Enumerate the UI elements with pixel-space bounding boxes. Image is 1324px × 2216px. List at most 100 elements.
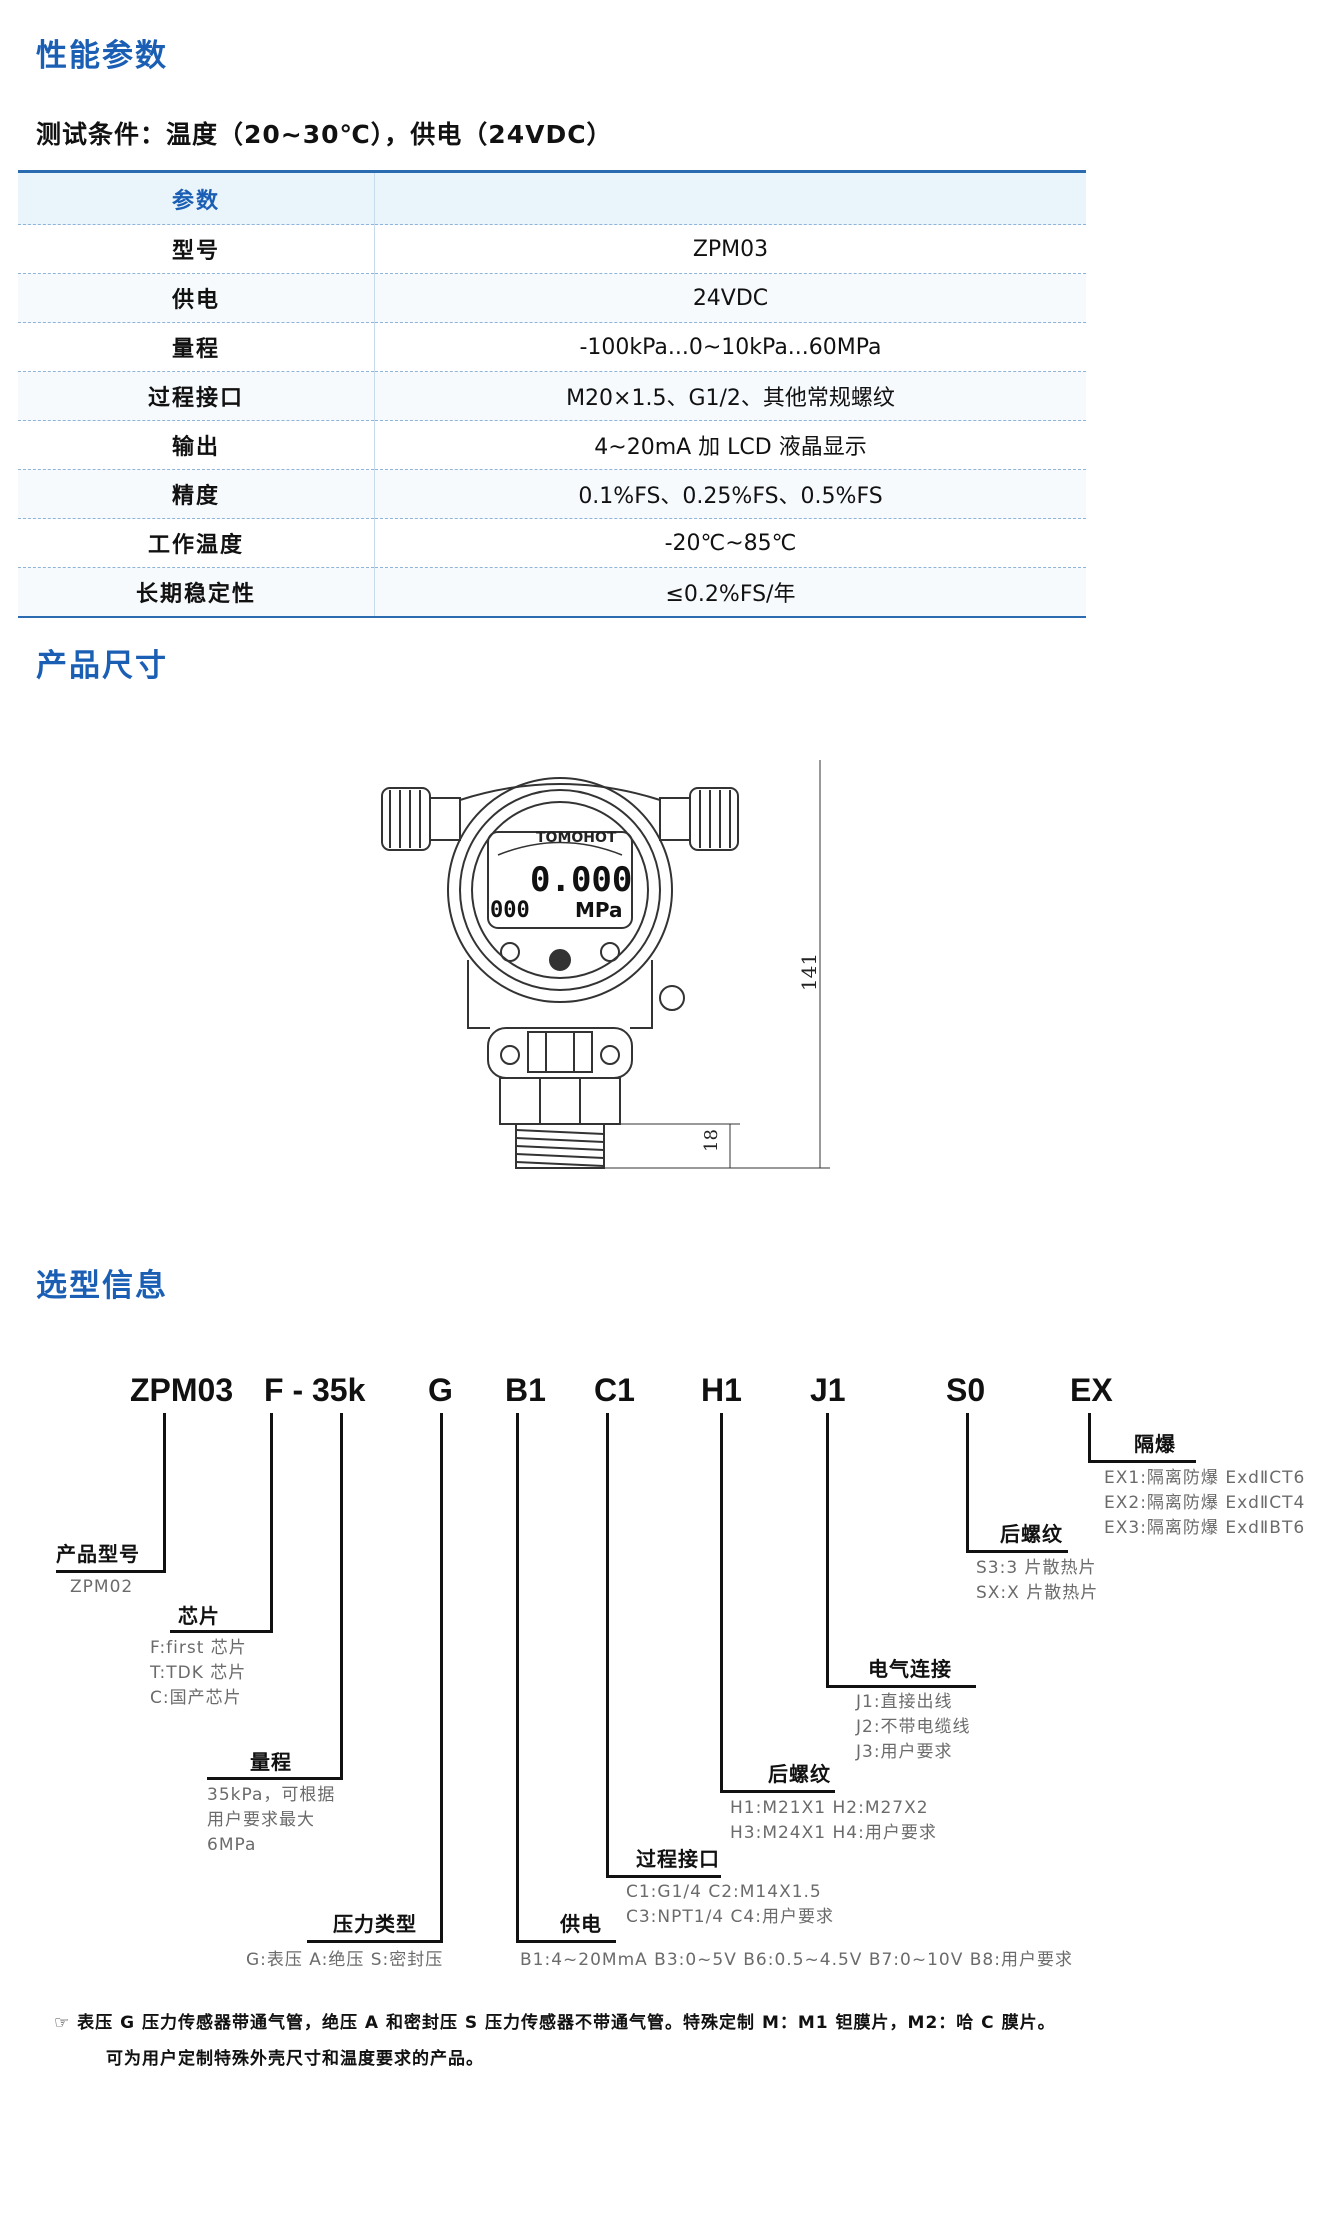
option-rear-thread-h-1: H3:M24X1 H4:用户要求: [730, 1823, 937, 1843]
connector-line: [826, 1413, 829, 1688]
label-range: 量程: [250, 1750, 292, 1774]
spec-value: -100kPa...0~10kPa...60MPa: [374, 322, 1086, 372]
spec-value: ≤0.2%FS/年: [374, 567, 1086, 617]
code-explosion: EX: [1070, 1372, 1113, 1408]
table-header-row: 参数: [18, 171, 1086, 225]
label-rear-thread-s: 后螺纹: [1000, 1522, 1063, 1546]
connector-line: [163, 1413, 166, 1573]
table-row: 输出 4~20mA 加 LCD 液晶显示: [18, 420, 1086, 470]
section-title-selection: 选型信息: [36, 1268, 168, 1304]
connector-line: [1088, 1413, 1091, 1463]
label-explosion: 隔爆: [1134, 1432, 1176, 1456]
option-explosion-2: EX3:隔离防爆 ExdⅡBT6: [1104, 1518, 1306, 1538]
label-model: 产品型号: [56, 1542, 140, 1566]
connector-line: [170, 1630, 273, 1633]
code-rear-thread-s: S0: [946, 1372, 986, 1408]
option-range-2: 6MPa: [207, 1835, 257, 1855]
code-pressure-type: G: [428, 1372, 453, 1408]
code-chip-range: F - 35k: [264, 1372, 366, 1408]
table-row: 供电 24VDC: [18, 273, 1086, 323]
connector-line: [606, 1413, 609, 1878]
option-model-0: ZPM02: [70, 1577, 134, 1597]
spec-key: 量程: [18, 322, 375, 372]
table-row: 过程接口 M20×1.5、G1/2、其他常规螺纹: [18, 371, 1086, 421]
table-row: 型号 ZPM03: [18, 224, 1086, 274]
section-title-performance: 性能参数: [36, 38, 168, 74]
spec-key: 工作温度: [18, 518, 375, 568]
option-pressure-type-0: G:表压 A:绝压 S:密封压: [246, 1950, 444, 1970]
connector-line: [966, 1550, 1068, 1553]
option-interface-1: C3:NPT1/4 C4:用户要求: [626, 1907, 834, 1927]
code-rear-thread-h: H1: [701, 1372, 742, 1408]
section-title-dimensions: 产品尺寸: [36, 648, 168, 684]
option-electrical-1: J2:不带电缆线: [856, 1717, 971, 1737]
note-line-1: ☞ 表压 G 压力传感器带通气管，绝压 A 和密封压 S 压力传感器不带通气管。…: [54, 2013, 1056, 2033]
table-row: 长期稳定性 ≤0.2%FS/年: [18, 567, 1086, 617]
connector-line: [56, 1570, 166, 1573]
spec-key: 精度: [18, 469, 375, 519]
table-header-value: [374, 171, 1086, 225]
connector-line: [1088, 1460, 1196, 1463]
option-rear-thread-s-1: SX:X 片散热片: [976, 1583, 1099, 1603]
spec-value: ZPM03: [374, 224, 1086, 274]
spec-key: 型号: [18, 224, 375, 274]
spec-value: 0.1%FS、0.25%FS、0.5%FS: [374, 469, 1086, 519]
connector-line: [207, 1777, 343, 1780]
connector-line: [720, 1790, 835, 1793]
option-explosion-0: EX1:隔离防爆 ExdⅡCT6: [1104, 1468, 1306, 1488]
connector-line: [270, 1413, 273, 1633]
label-interface: 过程接口: [636, 1847, 720, 1871]
table-row: 精度 0.1%FS、0.25%FS、0.5%FS: [18, 469, 1086, 519]
table-row: 量程 -100kPa...0~10kPa...60MPa: [18, 322, 1086, 372]
option-chip-2: C:国产芯片: [150, 1688, 242, 1708]
spec-key: 输出: [18, 420, 375, 470]
option-rear-thread-h-0: H1:M21X1 H2:M27X2: [730, 1798, 929, 1818]
code-interface: C1: [594, 1372, 635, 1408]
option-interface-0: C1:G1/4 C2:M14X1.5: [626, 1882, 822, 1902]
connector-line: [966, 1413, 969, 1553]
label-rear-thread-h: 后螺纹: [768, 1762, 831, 1786]
option-rear-thread-s-0: S3:3 片散热片: [976, 1558, 1097, 1578]
label-pressure-type: 压力类型: [333, 1912, 417, 1936]
connector-line: [720, 1413, 723, 1793]
option-explosion-1: EX2:隔离防爆 ExdⅡCT4: [1104, 1493, 1306, 1513]
label-power: 供电: [560, 1912, 602, 1936]
connector-line: [340, 1413, 343, 1780]
connector-line: [516, 1413, 519, 1943]
test-condition: 测试条件：温度（20~30℃），供电（24VDC）: [36, 120, 613, 149]
lcd-brand: TOMOHOT: [536, 830, 617, 846]
lcd-main-reading: 0.000: [530, 860, 633, 900]
transmitter-drawing: [381, 760, 830, 1169]
label-chip: 芯片: [178, 1604, 220, 1628]
option-range-0: 35kPa，可根据: [207, 1785, 336, 1805]
spec-table: 参数 型号 ZPM03 供电 24VDC 量程 -100kPa...0~10kP…: [18, 170, 1086, 618]
connector-line: [606, 1875, 721, 1878]
connector-line: [826, 1685, 976, 1688]
option-chip-0: F:first 芯片: [150, 1638, 247, 1658]
code-model: ZPM03: [130, 1372, 234, 1408]
option-electrical-2: J3:用户要求: [856, 1742, 953, 1762]
spec-value: 24VDC: [374, 273, 1086, 323]
connector-line: [307, 1940, 443, 1943]
label-electrical: 电气连接: [868, 1657, 952, 1681]
lcd-unit: MPa: [575, 898, 623, 922]
dimension-thread-length: 18: [700, 1129, 722, 1152]
spec-value: -20℃~85℃: [374, 518, 1086, 568]
note-line-2: 可为用户定制特殊外壳尺寸和温度要求的产品。: [106, 2049, 484, 2069]
option-electrical-0: J1:直接出线: [856, 1692, 953, 1712]
dimension-total-height: 141: [797, 952, 822, 992]
table-row: 工作温度 -20℃~85℃: [18, 518, 1086, 568]
spec-key: 过程接口: [18, 371, 375, 421]
spec-value: M20×1.5、G1/2、其他常规螺纹: [374, 371, 1086, 421]
connector-line: [440, 1413, 443, 1943]
spec-value: 4~20mA 加 LCD 液晶显示: [374, 420, 1086, 470]
code-electrical: J1: [810, 1372, 846, 1408]
code-power: B1: [505, 1372, 546, 1408]
spec-key: 供电: [18, 273, 375, 323]
option-power-0: B1:4~20MmA B3:0~5V B6:0.5~4.5V B7:0~10V …: [520, 1950, 1073, 1970]
option-chip-1: T:TDK 芯片: [150, 1663, 247, 1683]
option-range-1: 用户要求最大: [207, 1810, 315, 1830]
table-header-param: 参数: [18, 171, 375, 225]
spec-key: 长期稳定性: [18, 567, 375, 617]
lcd-sub-reading: 000: [490, 898, 530, 923]
